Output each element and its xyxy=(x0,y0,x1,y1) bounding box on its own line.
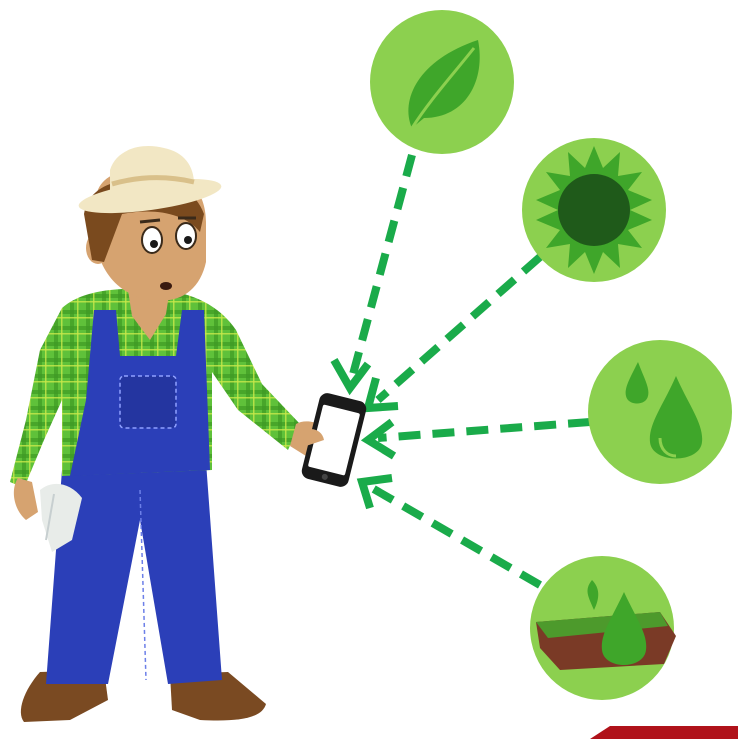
arrow-water-to-phone xyxy=(368,422,590,456)
mouth xyxy=(160,282,172,290)
source-soil-moisture xyxy=(530,556,676,700)
left-hand xyxy=(14,478,38,520)
source-water xyxy=(588,340,732,484)
left-eye xyxy=(142,227,162,253)
arrow-leaf-to-phone xyxy=(334,155,412,388)
source-sun xyxy=(522,138,666,282)
arrow-sun-to-phone xyxy=(368,257,540,408)
bib-pocket xyxy=(120,376,176,428)
right-eye xyxy=(176,223,196,249)
arrow-soil-to-phone xyxy=(362,478,540,585)
source-leaf xyxy=(370,10,514,154)
corner-accent xyxy=(590,726,738,739)
farmer-figure xyxy=(10,146,332,722)
